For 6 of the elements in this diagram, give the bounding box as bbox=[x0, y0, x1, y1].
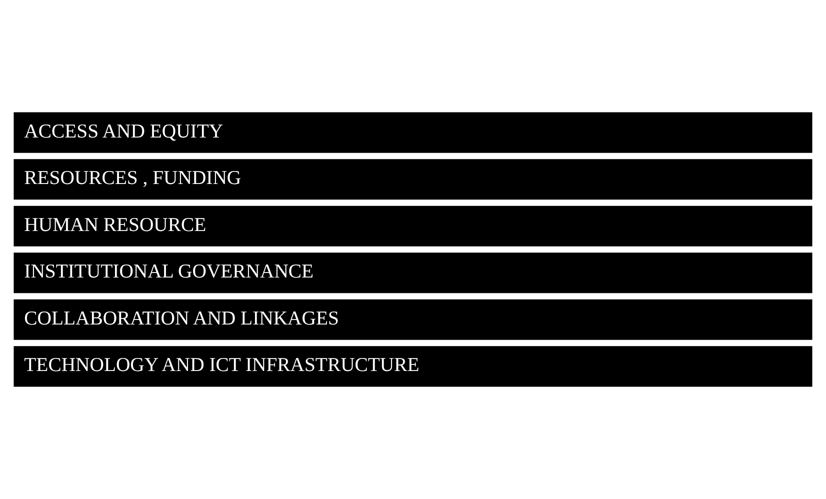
node-box: INSTITUTIONAL GOVERNANCE bbox=[14, 252, 812, 294]
node-box: ACCESS AND EQUITY bbox=[14, 112, 812, 153]
node-box: HUMAN RESOURCE bbox=[14, 206, 812, 246]
node-box: TECHNOLOGY AND ICT INFRASTRUCTURE bbox=[14, 346, 812, 387]
node-box: RESOURCES , FUNDING bbox=[14, 159, 812, 200]
node-box: COLLABORATION AND LINKAGES bbox=[14, 299, 812, 340]
